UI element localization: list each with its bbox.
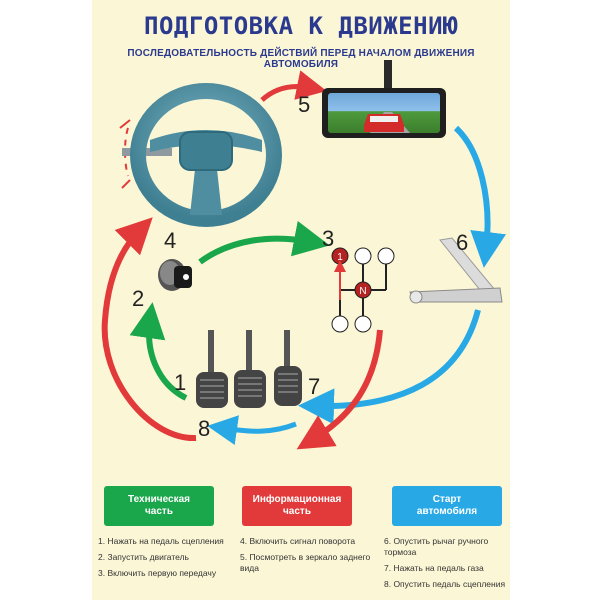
gear-neutral-label: N (359, 286, 366, 297)
handbrake-icon (409, 237, 503, 304)
step-item: 4. Включить сигнал поворота (240, 536, 356, 546)
category-informational: Информационная часть (242, 486, 352, 526)
step-number-6: 6 (456, 230, 468, 255)
flow-arrows (101, 70, 507, 450)
step-number-8: 8 (198, 416, 210, 441)
category-start-label: Старт автомобиля (416, 494, 478, 517)
step-item: 1. Нажать на педаль сцепления (98, 536, 224, 546)
arrow-7-to-8 (207, 415, 297, 445)
arrow-mirror-to-6 (453, 125, 507, 268)
category-start: Старт автомобиля (392, 486, 502, 526)
step-number-1: 1 (174, 370, 186, 395)
steps-informational: 4. Включить сигнал поворота 5. Посмотрет… (240, 536, 380, 579)
steps-technical: 1. Нажать на педаль сцепления 2. Запусти… (98, 536, 238, 584)
step-item: 7. Нажать на педаль газа (384, 563, 484, 573)
arrow-6-to-7 (298, 309, 481, 425)
step-item: 8. Опустить педаль сцепления (384, 579, 506, 589)
gear-first-label: 1 (337, 252, 343, 263)
steering-wheel-icon (119, 83, 282, 227)
pedals-icon (196, 330, 302, 408)
rearview-mirror-icon (322, 60, 446, 138)
step-item: 3. Включить первую передачу (98, 568, 217, 578)
category-technical-label: Техническая часть (128, 494, 190, 517)
step-number-3: 3 (322, 226, 334, 251)
gear-shift-icon: 1 N (331, 247, 395, 333)
step-item: 6. Опустить рычаг ручного тормоза (384, 536, 489, 557)
steps-start: 6. Опустить рычаг ручного тормоза 7. Наж… (384, 536, 508, 595)
arrow-4-to-3 (198, 220, 330, 265)
ignition-key-icon (158, 259, 192, 291)
step-number-2: 2 (132, 286, 144, 311)
category-informational-label: Информационная часть (252, 494, 342, 517)
arrow-wheel-to-mirror (260, 70, 327, 102)
step-number-5: 5 (298, 92, 310, 117)
arrow-3-to-8 (296, 329, 383, 450)
step-item: 2. Запустить двигатель (98, 552, 189, 562)
arrow-8-to-wheel (101, 217, 197, 442)
page-subtitle: ПОСЛЕДОВАТЕЛЬНОСТЬ ДЕЙСТВИЙ ПЕРЕД НАЧАЛО… (127, 48, 475, 70)
step-number-4: 4 (164, 228, 176, 253)
step-number-7: 7 (308, 374, 320, 399)
page-title: ПОДГОТОВКА К ДВИЖЕНИЮ (144, 12, 458, 40)
arrow-1-to-2 (129, 302, 188, 401)
category-technical: Техническая часть (104, 486, 214, 526)
step-item: 5. Посмотреть в зеркало заднего вида (240, 552, 371, 573)
